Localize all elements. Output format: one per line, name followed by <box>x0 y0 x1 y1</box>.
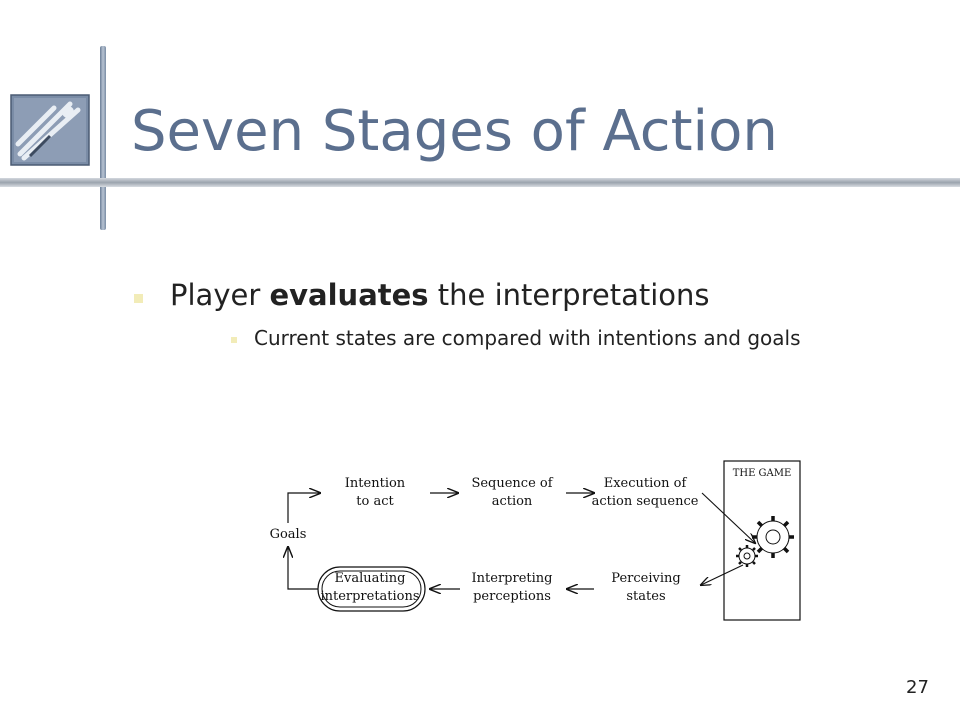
logo-icon <box>10 94 90 166</box>
stage-perceiving-label-1: Perceiving <box>611 571 680 586</box>
seven-stages-diagram: Intention to act Sequence of action Exec… <box>270 460 801 621</box>
gear-icon <box>736 516 794 567</box>
horizontal-accent-bar <box>0 178 960 187</box>
stage-evaluating-label-1: Evaluating <box>335 571 406 586</box>
stage-interpreting-label-2: perceptions <box>473 589 551 604</box>
game-box <box>723 460 801 621</box>
bullet-1: Player evaluates the interpretations <box>170 278 710 312</box>
bullet-marker <box>134 294 143 303</box>
slide-title: Seven Stages of Action <box>131 99 778 164</box>
evaluating-to-goals-arrow <box>288 547 318 590</box>
stage-interpreting-label-1: Interpreting <box>472 571 553 586</box>
evaluating-outline-inner <box>321 570 422 608</box>
stage-execution-label-2: action sequence <box>592 494 699 509</box>
stage-intention-label-2: to act <box>356 494 394 509</box>
vertical-accent-bar <box>100 46 106 230</box>
stage-goals-label: Goals <box>270 527 307 542</box>
arrow-execution-to-game <box>701 492 755 543</box>
stage-evaluating-label-2: interpretations <box>320 589 419 604</box>
arrow-game-to-perceiving <box>701 564 744 585</box>
game-label: THE GAME <box>733 468 792 479</box>
page-number: 27 <box>906 677 929 698</box>
stage-execution-label-1: Execution of <box>604 476 688 491</box>
goals-up-arrow <box>287 493 320 523</box>
sub-bullet-marker <box>231 337 237 343</box>
stage-intention-label-1: Intention <box>345 476 406 491</box>
bullet-2: Current states are compared with intenti… <box>254 326 801 350</box>
stage-sequence-label-2: action <box>492 494 533 509</box>
stage-sequence-label-1: Sequence of <box>471 476 553 491</box>
bullet-1-emphasis: evaluates <box>269 278 429 312</box>
stage-perceiving-label-2: states <box>626 589 665 604</box>
